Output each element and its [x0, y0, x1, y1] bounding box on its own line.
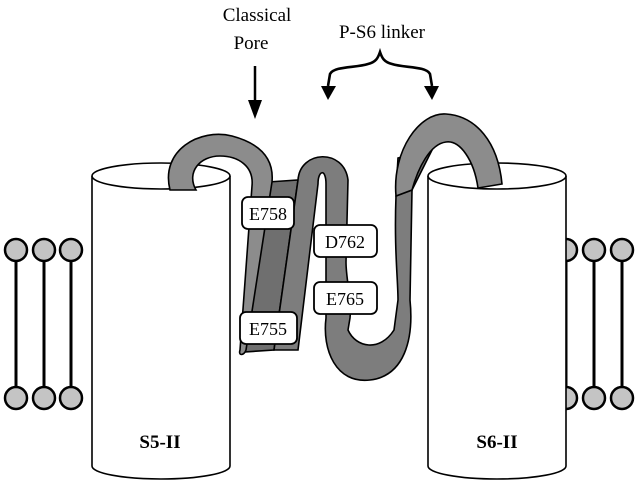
- s5-segment-label: S5-II: [139, 432, 180, 453]
- linker-annotation: P-S6 linker: [321, 22, 439, 100]
- s6-segment-label: S6-II: [476, 432, 517, 453]
- lipid-left-1: [3, 237, 29, 411]
- residue-e765-label: E765: [326, 289, 364, 309]
- residue-d762-label: D762: [325, 232, 365, 252]
- residue-e765: E765: [313, 281, 378, 315]
- residue-e755: E755: [239, 311, 298, 345]
- lipid-left-3: [58, 237, 84, 411]
- residue-e758: E758: [241, 196, 295, 230]
- linker-arrow-right: [424, 86, 439, 100]
- lipid-right-2: [581, 237, 607, 411]
- linker-label: P-S6 linker: [339, 22, 426, 43]
- ribbon-s6-turn: [394, 113, 503, 198]
- classical-pore-label-line2: Pore: [234, 33, 269, 54]
- pore-arrow-head: [248, 100, 262, 119]
- ribbon-s5-turn: [167, 133, 273, 356]
- linker-brace: [326, 47, 434, 87]
- residue-e758-label: E758: [249, 204, 287, 224]
- left-lipid-bilayer: [3, 237, 84, 411]
- lipid-left-2: [31, 237, 57, 411]
- ribbon-pore-hairpin: [273, 156, 413, 381]
- linker-arrow-left: [321, 86, 336, 100]
- s5-helix-cylinder: [91, 162, 231, 480]
- pore-loop-ribbon: [167, 113, 503, 381]
- residue-d762: D762: [313, 224, 378, 258]
- classical-pore-label-line1: Classical: [223, 5, 292, 26]
- residue-e755-label: E755: [249, 319, 287, 339]
- lipid-right-3: [609, 237, 635, 411]
- classical-pore-annotation: Classical Pore: [223, 5, 292, 119]
